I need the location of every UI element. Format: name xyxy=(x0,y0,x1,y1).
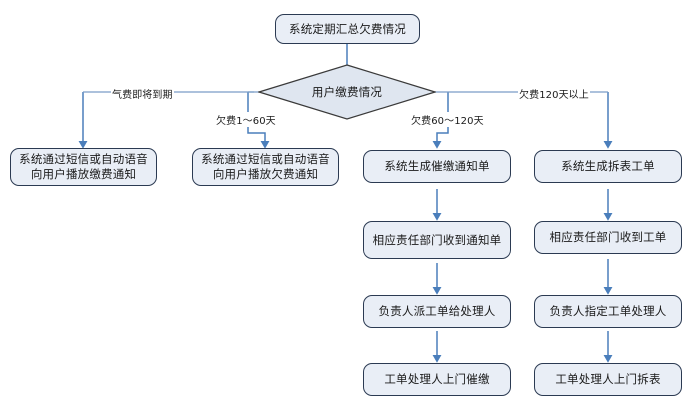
node-col2-1[interactable]: 系统通过短信或自动语音向用户播放欠费通知 xyxy=(192,148,339,186)
node-col3-3[interactable]: 负责人派工单给处理人 xyxy=(363,295,511,328)
edge-label-branch3-text: 欠费60～120天 xyxy=(411,116,484,127)
node-col4-2-label: 相应责任部门收到工单 xyxy=(549,230,667,244)
edge-label-branch3: 欠费60～120天 xyxy=(410,112,485,127)
edge-label-branch2: 欠费1～60天 xyxy=(215,112,277,127)
node-col4-4-label: 工单处理人上门拆表 xyxy=(555,372,661,386)
node-col4-3-label: 负责人指定工单处理人 xyxy=(549,304,667,318)
node-col4-1-label: 系统生成拆表工单 xyxy=(561,159,655,173)
node-col3-2[interactable]: 相应责任部门收到通知单 xyxy=(363,221,511,259)
node-decision-label: 用户缴费情况 xyxy=(311,85,383,99)
diamond-shape xyxy=(258,64,436,120)
node-col3-1[interactable]: 系统生成催缴通知单 xyxy=(363,150,511,183)
node-col4-4[interactable]: 工单处理人上门拆表 xyxy=(534,363,682,396)
node-col4-1[interactable]: 系统生成拆表工单 xyxy=(534,150,682,183)
edge-label-branch1: 气费即将到期 xyxy=(111,86,174,101)
node-col3-2-label: 相应责任部门收到通知单 xyxy=(372,232,502,247)
edge-label-branch4: 欠费120天以上 xyxy=(518,86,590,101)
node-col3-3-label: 负责人派工单给处理人 xyxy=(378,304,496,318)
node-col2-1-label: 系统通过短信或自动语音向用户播放欠费通知 xyxy=(201,152,330,181)
edge-label-branch1-text: 气费即将到期 xyxy=(112,90,173,101)
node-col4-3[interactable]: 负责人指定工单处理人 xyxy=(534,295,682,328)
node-decision[interactable]: 用户缴费情况 xyxy=(258,64,436,120)
node-col3-1-label: 系统生成催缴通知单 xyxy=(384,159,490,173)
node-start-label: 系统定期汇总欠费情况 xyxy=(289,21,406,36)
node-start[interactable]: 系统定期汇总欠费情况 xyxy=(275,14,420,44)
edge-label-branch2-text: 欠费1～60天 xyxy=(216,116,276,127)
node-col4-2[interactable]: 相应责任部门收到工单 xyxy=(534,221,682,254)
node-col3-4-label: 工单处理人上门催缴 xyxy=(384,372,490,386)
node-col1-1[interactable]: 系统通过短信或自动语音向用户播放缴费通知 xyxy=(10,148,157,186)
edge-label-branch4-text: 欠费120天以上 xyxy=(519,90,589,101)
node-col3-4[interactable]: 工单处理人上门催缴 xyxy=(363,363,511,396)
node-col1-1-label: 系统通过短信或自动语音向用户播放缴费通知 xyxy=(19,152,148,181)
